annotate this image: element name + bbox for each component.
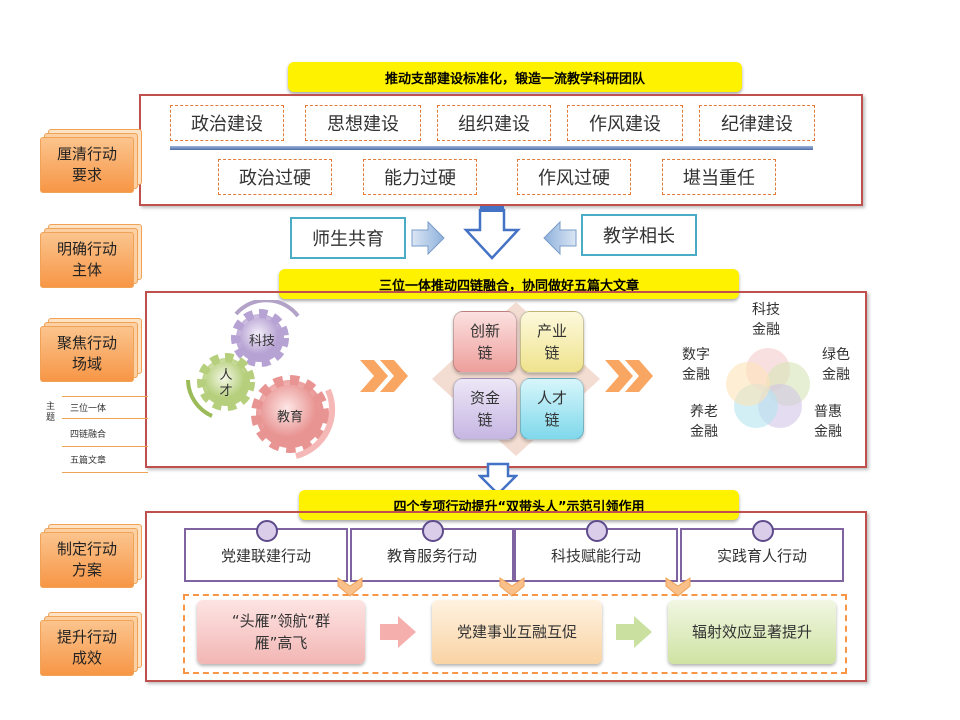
chevron-right-icon bbox=[380, 360, 408, 392]
result-lead-goose: “头雁”领航“群雁”高飞 bbox=[197, 600, 365, 664]
theme-item: 三位一体 bbox=[70, 404, 107, 414]
requirements-divider bbox=[170, 146, 813, 150]
gear-label-talent: 人才 bbox=[219, 368, 233, 399]
finance-pension: 养老金融 bbox=[690, 404, 718, 440]
arrow-left-icon bbox=[543, 220, 577, 256]
subject-teaching-learning: 教学相长 bbox=[581, 214, 697, 256]
chevron-right-icon bbox=[625, 360, 653, 392]
banner-standardization: 推动支部建设标准化，锻造一流教学科研团队 bbox=[288, 62, 742, 92]
gear-label-tech: 科技 bbox=[248, 334, 275, 349]
side-label-subject: 明确行动主体 bbox=[40, 224, 142, 290]
result-radiation: 辐射效应显著提升 bbox=[668, 600, 836, 664]
chevron-right-icon bbox=[605, 360, 633, 392]
chevrons-left bbox=[360, 360, 408, 392]
chevron-right-icon bbox=[360, 360, 388, 392]
req-political-strong: 政治过硬 bbox=[218, 159, 332, 195]
req-ability-strong: 能力过硬 bbox=[363, 159, 477, 195]
finance-tech: 科技金融 bbox=[752, 302, 780, 338]
side-label-focus: 聚焦行动场域 bbox=[40, 318, 142, 384]
req-ideological-building: 思想建设 bbox=[305, 105, 421, 141]
action-party-building: 党建联建行动 bbox=[184, 520, 348, 582]
arrow-right-icon bbox=[411, 220, 445, 256]
arrow-down-icon bbox=[478, 462, 518, 496]
chain-capital: 资金链 bbox=[453, 378, 517, 440]
banner-four-actions: 四个专项行动提升“双带头人”示范引领作用 bbox=[299, 490, 739, 520]
req-organizational-building: 组织建设 bbox=[437, 105, 551, 141]
chevron-down-icon bbox=[337, 577, 363, 597]
result-integration: 党建事业互融互促 bbox=[432, 600, 602, 664]
finance-inclusive: 普惠金融 bbox=[814, 404, 842, 440]
theme-item: 四链融合 bbox=[70, 430, 107, 440]
req-political-building: 政治建设 bbox=[170, 105, 284, 141]
arrow-down-icon bbox=[463, 208, 521, 260]
gear-label-education: 教育 bbox=[276, 410, 303, 425]
req-discipline-building: 纪律建设 bbox=[699, 105, 815, 141]
finance-venn bbox=[726, 348, 810, 428]
side-label-clarify: 厘清行动要求 bbox=[40, 129, 142, 195]
gears-diagram bbox=[186, 300, 336, 459]
theme-label: 主题 bbox=[46, 402, 56, 423]
chevron-down-icon bbox=[499, 577, 525, 597]
chevrons-right bbox=[605, 360, 653, 392]
side-label-effect: 提升行动成效 bbox=[40, 612, 142, 678]
subject-arrows bbox=[411, 206, 577, 260]
theme-item: 五篇文章 bbox=[70, 456, 107, 466]
chevron-down-icon bbox=[665, 577, 691, 597]
connector-chevrons bbox=[337, 577, 691, 597]
results-dashed-frame bbox=[183, 594, 847, 674]
req-style-building: 作风建设 bbox=[567, 105, 683, 141]
side-label-plan: 制定行动方案 bbox=[40, 524, 142, 590]
banner-four-chains: 三位一体推动四链融合，协同做好五篇大文章 bbox=[279, 269, 739, 299]
req-take-responsibility: 堪当重任 bbox=[662, 159, 776, 195]
subject-teacher-student: 师生共育 bbox=[290, 217, 406, 259]
chain-industry: 产业链 bbox=[520, 311, 584, 373]
action-tech-empower: 科技赋能行动 bbox=[514, 520, 678, 582]
finance-green: 绿色金融 bbox=[822, 347, 850, 383]
arrow-right-icon bbox=[616, 616, 652, 648]
action-education-service: 教育服务行动 bbox=[350, 520, 514, 582]
action-practice-education: 实践育人行动 bbox=[680, 520, 844, 582]
result-arrows bbox=[380, 616, 652, 648]
actions-frame bbox=[145, 511, 867, 682]
chain-innovation: 创新链 bbox=[453, 311, 517, 373]
req-style-strong: 作风过硬 bbox=[517, 159, 631, 195]
finance-digital: 数字金融 bbox=[682, 347, 710, 383]
chain-talent: 人才链 bbox=[520, 378, 584, 440]
arrow-right-icon bbox=[380, 616, 416, 648]
